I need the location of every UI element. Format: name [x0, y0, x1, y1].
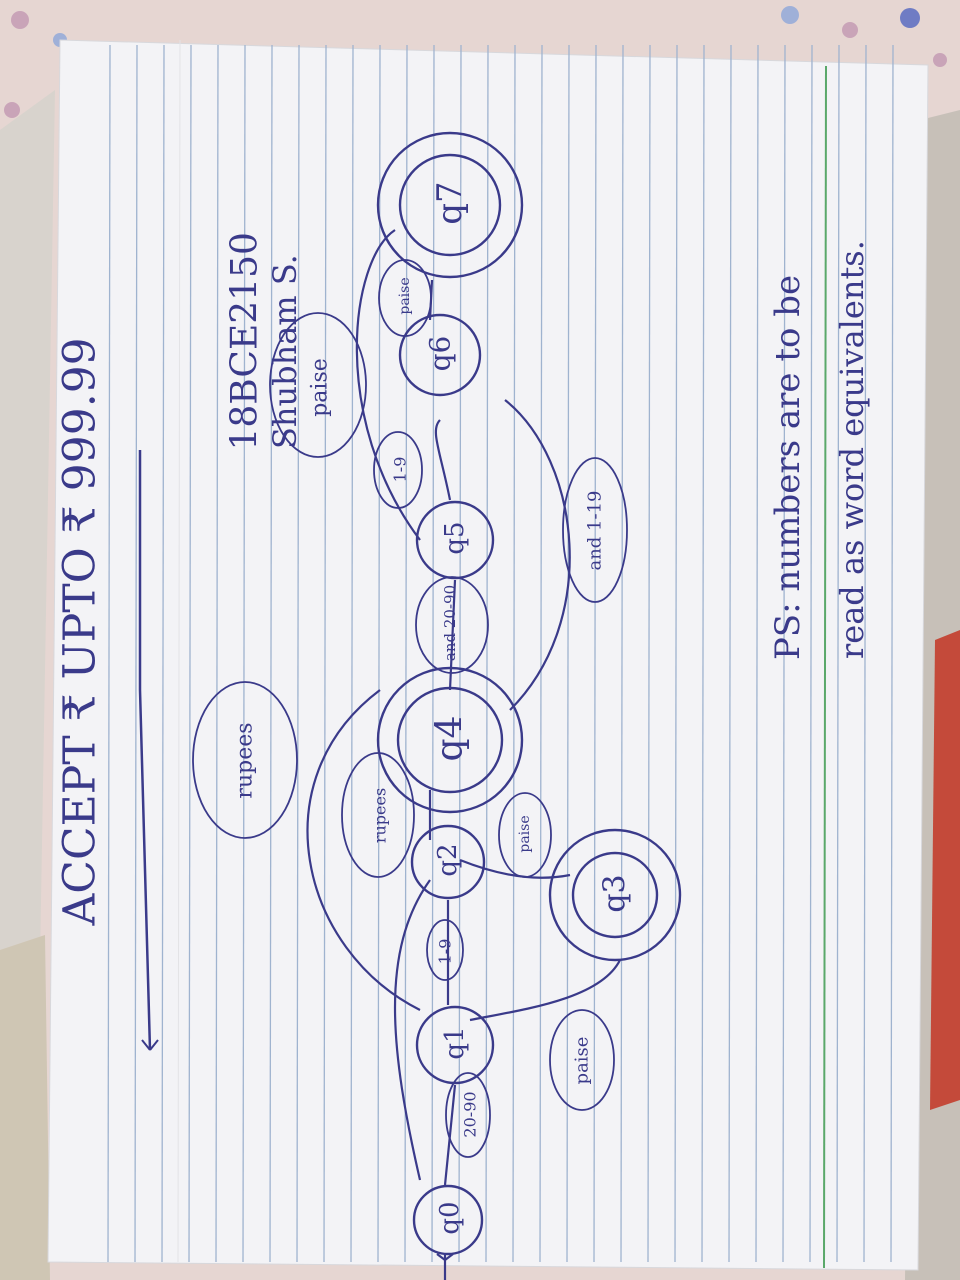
- page-heading: ACCEPT ₹ UPTO ₹ 999.99: [54, 337, 106, 926]
- author-name: Shubham S.: [266, 254, 304, 449]
- ruled-line: [107, 44, 111, 1263]
- ruled-line: [539, 44, 543, 1263]
- ruled-line: [404, 44, 408, 1263]
- label-q5-q7: paise: [307, 358, 333, 417]
- state-q4-inner: [396, 686, 504, 794]
- ruled-line: [323, 44, 327, 1263]
- ruled-line: [269, 44, 273, 1263]
- note-line-2: read as word equivalents.: [833, 240, 871, 659]
- cloud-and-1-19: [562, 457, 628, 603]
- ruled-line: [296, 44, 300, 1263]
- id-code: 18BCE2150: [224, 232, 266, 451]
- edge-q5-q7: [355, 229, 421, 541]
- ruled-line: [809, 44, 813, 1263]
- transition-edges: [306, 229, 621, 1280]
- ruled-lines: [107, 44, 894, 1263]
- ruled-line: [215, 44, 219, 1263]
- underline-tick: [141, 1039, 159, 1051]
- edge-q0-q1: [443, 1084, 457, 1186]
- ruled-line: [647, 44, 651, 1263]
- ruled-line: [458, 44, 462, 1263]
- ruled-line: [755, 44, 759, 1263]
- ruled-line: [728, 44, 732, 1263]
- cloud-20-90: [445, 1072, 491, 1158]
- ruled-line: [161, 44, 165, 1263]
- ruled-line: [701, 44, 705, 1263]
- state-q4-outer: [376, 666, 524, 814]
- label-q4-q6: and 1-19: [584, 490, 606, 571]
- edge-q1-q3: [469, 959, 621, 1022]
- ruled-line: [512, 44, 516, 1263]
- ruled-line: [350, 44, 354, 1263]
- edge-q4-q6: [504, 399, 571, 711]
- label-clouds: [192, 259, 628, 1158]
- ruled-line: [890, 44, 894, 1263]
- cloud-rupees-main: [192, 681, 298, 839]
- label-q2-q4: rupees: [370, 787, 390, 844]
- state-q5-label: q5: [440, 521, 470, 555]
- label-q1-q4: rupees: [232, 722, 258, 799]
- red-book-edge: [930, 630, 960, 1110]
- note-line-1: PS: numbers are to be: [768, 274, 808, 660]
- paper-underlay-left: [0, 90, 55, 980]
- label-q1-q3: paise: [571, 1036, 593, 1085]
- ruled-line: [836, 44, 840, 1263]
- margin-line: [823, 65, 827, 1269]
- ruled-line: [431, 44, 435, 1263]
- cloud-paise-top: [269, 312, 367, 458]
- state-q6-label: q6: [423, 335, 457, 372]
- ruled-line: [782, 44, 786, 1263]
- ruled-line: [620, 44, 624, 1263]
- cloud-and-20-90: [415, 576, 489, 674]
- ruled-line: [242, 44, 246, 1263]
- edge-q1-q4: [306, 689, 421, 1011]
- ruled-line: [863, 44, 867, 1263]
- state-circles: [376, 131, 682, 1256]
- label-q4-q5: and 20-90: [441, 584, 459, 662]
- state-q7-inner: [398, 153, 502, 257]
- state-q0-circle: [412, 1184, 484, 1256]
- state-q3-outer: [548, 828, 682, 962]
- ruled-line: [485, 44, 489, 1263]
- ruled-line: [566, 44, 570, 1263]
- ruled-line: [593, 44, 597, 1263]
- cloud-rupees-small: [341, 752, 415, 878]
- ruled-line: [134, 44, 138, 1263]
- faint-line: [177, 39, 181, 1263]
- label-q6-q7: paise: [397, 277, 413, 315]
- cloud-paise-q6: [378, 259, 432, 337]
- cloud-1-9-right: [373, 431, 423, 509]
- newspaper-left: [0, 935, 50, 1280]
- edge-q4-q5: [448, 579, 457, 691]
- ruled-line: [674, 44, 678, 1263]
- state-q3-inner: [571, 851, 659, 939]
- label-q1-q2: 1-9: [435, 938, 455, 965]
- state-q7-label: q7: [430, 181, 470, 225]
- state-q1-circle: [415, 1005, 495, 1085]
- state-q7-outer: [376, 131, 524, 279]
- heading-underline: [138, 450, 152, 1051]
- edge-q5-q6: [434, 419, 452, 501]
- state-q0-label: q0: [435, 1201, 465, 1235]
- state-q3-label: q3: [597, 874, 633, 913]
- label-q2-q3: paise: [517, 815, 533, 853]
- cloud-paise-q2: [498, 792, 552, 878]
- ruled-line: [188, 44, 192, 1263]
- cloud-paise-q1: [549, 1009, 615, 1111]
- state-q2-circle: [410, 824, 486, 900]
- cloud-1-9-left: [426, 919, 464, 981]
- label-q0-q1: 20-90: [460, 1091, 480, 1138]
- state-q2-label: q2: [433, 843, 463, 877]
- notebook-page: [47, 39, 929, 1271]
- label-q5-q6: 1-9: [390, 456, 410, 483]
- edge-q0-q2: [393, 879, 431, 1181]
- state-q1-label: q1: [440, 1026, 470, 1060]
- state-q4-label: q4: [429, 715, 471, 762]
- state-q6-circle: [398, 313, 482, 397]
